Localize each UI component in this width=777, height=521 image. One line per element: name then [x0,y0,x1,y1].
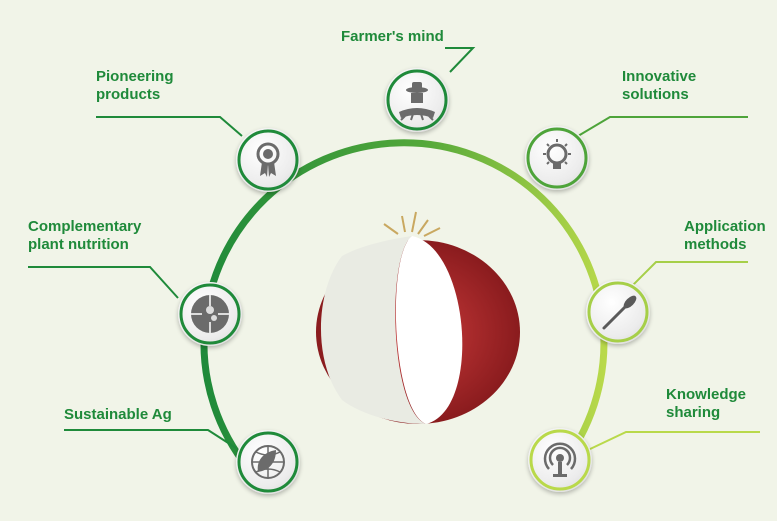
label-innovative-solutions: Innovative solutions [622,68,697,103]
sustainable-ag-node[interactable] [236,430,300,494]
puzzle-icon [179,283,241,345]
spoon-icon [587,281,649,343]
farmer-field-icon [386,69,448,131]
broadcast-icon [529,429,591,491]
application-methods-node[interactable] [586,280,650,344]
lightbulb-gear-icon [526,127,588,189]
tomato-illustration [316,211,520,424]
farmers-mind-node[interactable] [385,68,449,132]
complementary-plant-nutrition-node[interactable] [178,282,242,346]
label-farmers-mind: Farmer's mind [341,28,444,45]
award-ribbon-icon [237,129,299,191]
label-sustainable-ag: Sustainable Ag [64,406,172,423]
connector-lines [28,47,760,451]
leaf-globe-icon [237,431,299,493]
label-knowledge-sharing: Knowledge sharing [666,386,747,421]
knowledge-sharing-node[interactable] [528,428,592,492]
label-complementary-plant-nutrition: Complementary plant nutrition [28,218,142,253]
pioneering-products-node[interactable] [236,128,300,192]
innovative-solutions-node[interactable] [525,126,589,190]
label-pioneering-products: Pioneering products [96,68,174,103]
label-application-methods: Application methods [684,218,766,253]
